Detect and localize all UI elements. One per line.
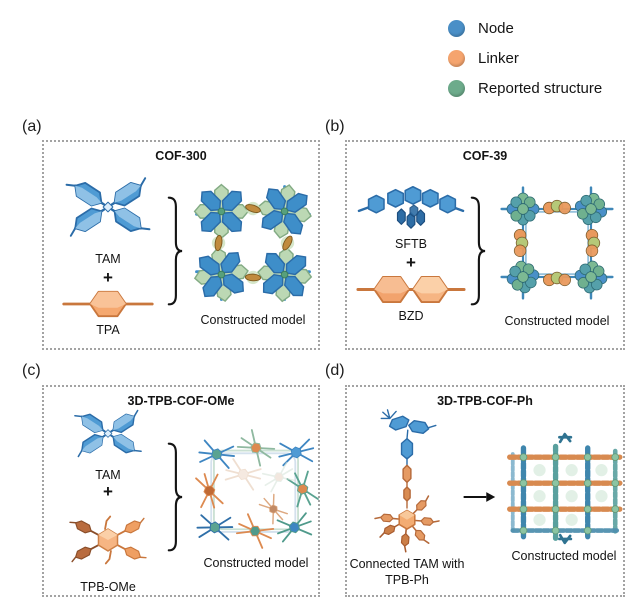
panel-d-model: Constructed model — [499, 431, 629, 563]
legend-item-reported-structure: Reported structure — [448, 80, 602, 97]
legend: Node Linker Reported structure — [448, 20, 602, 97]
panel-b: COF-39 — [345, 140, 625, 350]
panel-c-body: TAM + — [44, 406, 320, 594]
panel-b-model: Constructed model — [489, 175, 625, 328]
panel-c: 3D-TPB-COF-OMe TAM + — [42, 385, 320, 597]
legend-reported-structure-label: Reported structure — [478, 80, 603, 97]
panel-a-reactants: TAM + TPA — [52, 165, 164, 337]
panel-a: COF-300 TAM + — [42, 140, 320, 350]
panel-b-tag: (b) — [325, 118, 345, 135]
reactant-molecule-label: Connected TAM with TPB-Ph — [349, 556, 465, 587]
panel-c-title: 3D-TPB-COF-OMe — [127, 394, 235, 408]
tam-molecule-icon — [72, 406, 144, 461]
panel-d-title: 3D-TPB-COF-Ph — [437, 394, 533, 408]
tam-molecule-icon — [63, 173, 153, 241]
panel-c-model: Constructed model — [186, 425, 326, 570]
node-molecule-label: TAM — [95, 252, 121, 266]
legend-item-linker: Linker — [448, 50, 602, 67]
arrow-right-icon — [462, 489, 496, 505]
plus-sign: + — [406, 252, 416, 272]
tpb-cof-ome-model-icon — [194, 426, 320, 550]
model-label: Constructed model — [511, 549, 617, 563]
node-molecule-label: SFTB — [395, 236, 427, 251]
node-color-dot-icon — [448, 20, 465, 37]
panel-b-title: COF-39 — [462, 149, 508, 163]
cof300-model-icon — [186, 176, 320, 310]
brace-icon — [167, 189, 183, 313]
panel-a-tag: (a) — [22, 118, 42, 135]
panel-d-reactants: Connected TAM with TPB-Ph — [350, 406, 464, 589]
panel-a-body: TAM + TPA — [44, 163, 318, 343]
linker-molecule-label: BZD — [398, 308, 424, 323]
connected-tam-tpb-ph-molecule-icon — [374, 408, 440, 553]
plus-sign: + — [103, 268, 113, 287]
brace-icon — [167, 439, 183, 555]
panel-a-model: Constructed model — [186, 176, 320, 327]
tpb-cof-ph-model-icon — [507, 432, 623, 545]
panel-d-tag: (d) — [325, 362, 345, 379]
node-molecule-label: TAM — [95, 468, 121, 482]
panel-c-reactants: TAM + — [52, 400, 164, 594]
brace-icon — [470, 187, 486, 315]
legend-linker-label: Linker — [478, 50, 519, 67]
legend-item-node: Node — [448, 20, 602, 37]
reported-structure-color-dot-icon — [448, 80, 465, 97]
panel-b-body: SFTB + BZD — [347, 163, 623, 343]
linker-molecule-label: TPB-OMe — [80, 580, 136, 594]
panel-b-reactants: SFTB + BZD — [355, 180, 467, 323]
tpa-molecule-icon — [62, 290, 154, 318]
sftb-molecule-icon — [357, 185, 465, 229]
panel-d-body: Connected TAM with TPB-Ph — [347, 408, 623, 590]
panel-c-tag: (c) — [22, 362, 41, 379]
model-label: Constructed model — [203, 555, 309, 570]
panel-d: 3D-TPB-COF-Ph — [345, 385, 625, 597]
bzd-molecule-icon — [356, 275, 466, 303]
cof39-model-icon — [500, 185, 614, 300]
plus-sign: + — [103, 482, 113, 501]
panel-a-title: COF-300 — [155, 149, 207, 163]
linker-color-dot-icon — [448, 50, 465, 67]
model-label: Constructed model — [504, 313, 610, 328]
linker-molecule-label: TPA — [96, 323, 120, 337]
tpb-ome-molecule-icon — [68, 515, 148, 565]
model-label: Constructed model — [200, 312, 306, 327]
legend-node-label: Node — [478, 20, 514, 37]
